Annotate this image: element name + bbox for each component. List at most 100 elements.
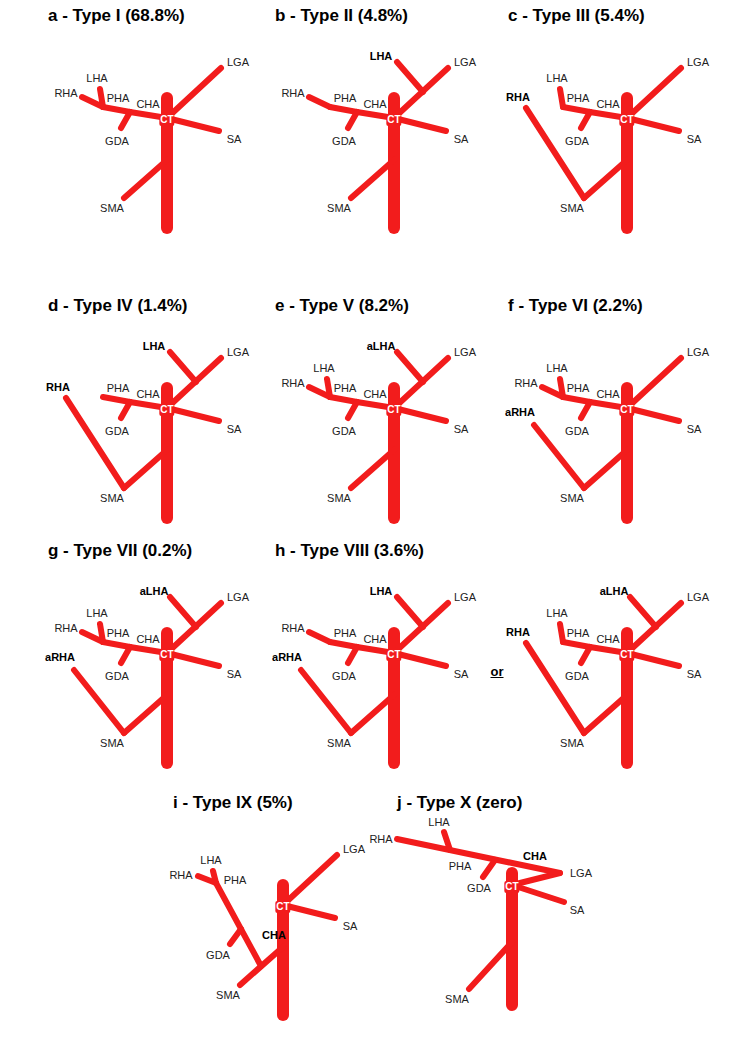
vessel-label: CT	[619, 649, 634, 661]
artery-branch	[526, 108, 584, 198]
vessel-label: SA	[687, 133, 702, 145]
vessel-label: LGA	[454, 591, 476, 603]
artery-branch	[397, 62, 423, 92]
artery-branch	[563, 107, 590, 112]
vessel-label: SMA	[445, 993, 469, 1005]
artery-branch	[512, 885, 564, 902]
artery-branch	[230, 929, 241, 944]
vessel-label: GDA	[105, 135, 129, 147]
vessel-label: LGA	[454, 346, 476, 358]
vessel-label: CT	[386, 404, 401, 416]
panel-title: f - Type VI (2.2%)	[508, 296, 643, 316]
panel-title: e - Type V (8.2%)	[275, 296, 409, 316]
vessel-label: SA	[454, 133, 469, 145]
vessel-label: RHA	[54, 622, 77, 634]
artery-branch	[627, 358, 681, 408]
vessel-label: GDA	[206, 949, 230, 961]
vessel-label: SMA	[100, 492, 124, 504]
vessel-label: SMA	[327, 492, 351, 504]
artery-branch	[394, 408, 446, 421]
artery-branch	[627, 118, 679, 131]
vessel-label: LGA	[227, 591, 249, 603]
vessel-label: SA	[343, 920, 358, 932]
panel-title: b - Type II (4.8%)	[275, 6, 408, 26]
vessel-label: GDA	[332, 425, 356, 437]
vessel-label: PHA	[334, 627, 357, 639]
vessel-label: SA	[687, 423, 702, 435]
artery-branch	[563, 642, 590, 647]
artery-branch	[563, 397, 590, 402]
vessel-label: RHA	[46, 381, 70, 393]
artery-branch	[309, 97, 330, 107]
vessel-label: PHA	[224, 874, 247, 886]
vessel-label: CT	[386, 114, 401, 126]
artery-branch	[121, 647, 130, 663]
vessel-label: CHA	[136, 98, 159, 110]
vessel-label: CT	[504, 881, 519, 893]
vessel-label: GDA	[565, 425, 589, 437]
artery-branch	[124, 450, 167, 488]
artery-branch	[351, 160, 394, 198]
vessel-label: PHA	[567, 382, 590, 394]
vessel-label: GDA	[105, 425, 129, 437]
vessel-label: RHA	[506, 626, 530, 638]
vessel-label: CHA	[363, 388, 386, 400]
artery-branch	[103, 397, 130, 402]
artery-branch	[170, 352, 196, 382]
vessel-label: LHA	[86, 607, 107, 619]
vessel-label: CHA	[363, 633, 386, 645]
vessel-label: LHA	[313, 362, 334, 374]
artery-branch	[330, 642, 357, 647]
vessel-label: CT	[275, 901, 290, 913]
vessel-label: GDA	[332, 135, 356, 147]
artery-branch	[469, 942, 512, 989]
vessel-label: LGA	[227, 346, 249, 358]
vessel-label: RHA	[369, 833, 392, 845]
panel-title: d - Type IV (1.4%)	[48, 296, 188, 316]
vessel-label: CHA	[596, 633, 619, 645]
vessel-label: LHA	[143, 340, 166, 352]
vessel-label: PHA	[567, 92, 590, 104]
vessel-label: RHA	[281, 622, 304, 634]
vessel-label: LHA	[200, 854, 221, 866]
vessel-label: LHA	[370, 585, 393, 597]
artery-branch	[627, 68, 681, 118]
artery-branch	[348, 112, 357, 128]
artery-branch	[167, 118, 219, 131]
artery-branch	[483, 860, 495, 877]
vessel-label: CT	[619, 404, 634, 416]
artery-branch	[581, 402, 590, 418]
artery-branch	[397, 839, 560, 873]
vessel-label: CT	[386, 649, 401, 661]
artery-branch	[627, 408, 679, 421]
vessel-label: PHA	[334, 382, 357, 394]
vessel-label: LHA	[86, 72, 107, 84]
vessel-label: CHA	[136, 388, 159, 400]
vessel-label: CHA	[363, 98, 386, 110]
panel-title: h - Type VIII (3.6%)	[275, 541, 424, 561]
vessel-label: GDA	[105, 670, 129, 682]
artery-branch	[627, 653, 679, 666]
vessel-label: GDA	[467, 882, 491, 894]
artery-branch	[397, 597, 423, 627]
vessel-label: SA	[454, 668, 469, 680]
panel-title: j - Type X (zero)	[397, 793, 522, 813]
artery-branch	[283, 855, 337, 905]
artery-branch	[351, 695, 394, 733]
vessel-label: GDA	[332, 670, 356, 682]
artery-branch	[121, 402, 130, 418]
vessel-label: SA	[227, 668, 242, 680]
artery-branch	[560, 624, 563, 642]
vessel-label: aLHA	[600, 585, 629, 597]
artery-branch	[630, 597, 656, 627]
vessel-label: SA	[687, 668, 702, 680]
artery-branch	[327, 379, 330, 397]
vessel-label: PHA	[567, 627, 590, 639]
vessel-label: SA	[227, 423, 242, 435]
vessel-label: CHA	[136, 633, 159, 645]
artery-branch	[100, 624, 103, 642]
artery-branch	[121, 112, 130, 128]
panel-title: a - Type I (68.8%)	[48, 6, 185, 26]
